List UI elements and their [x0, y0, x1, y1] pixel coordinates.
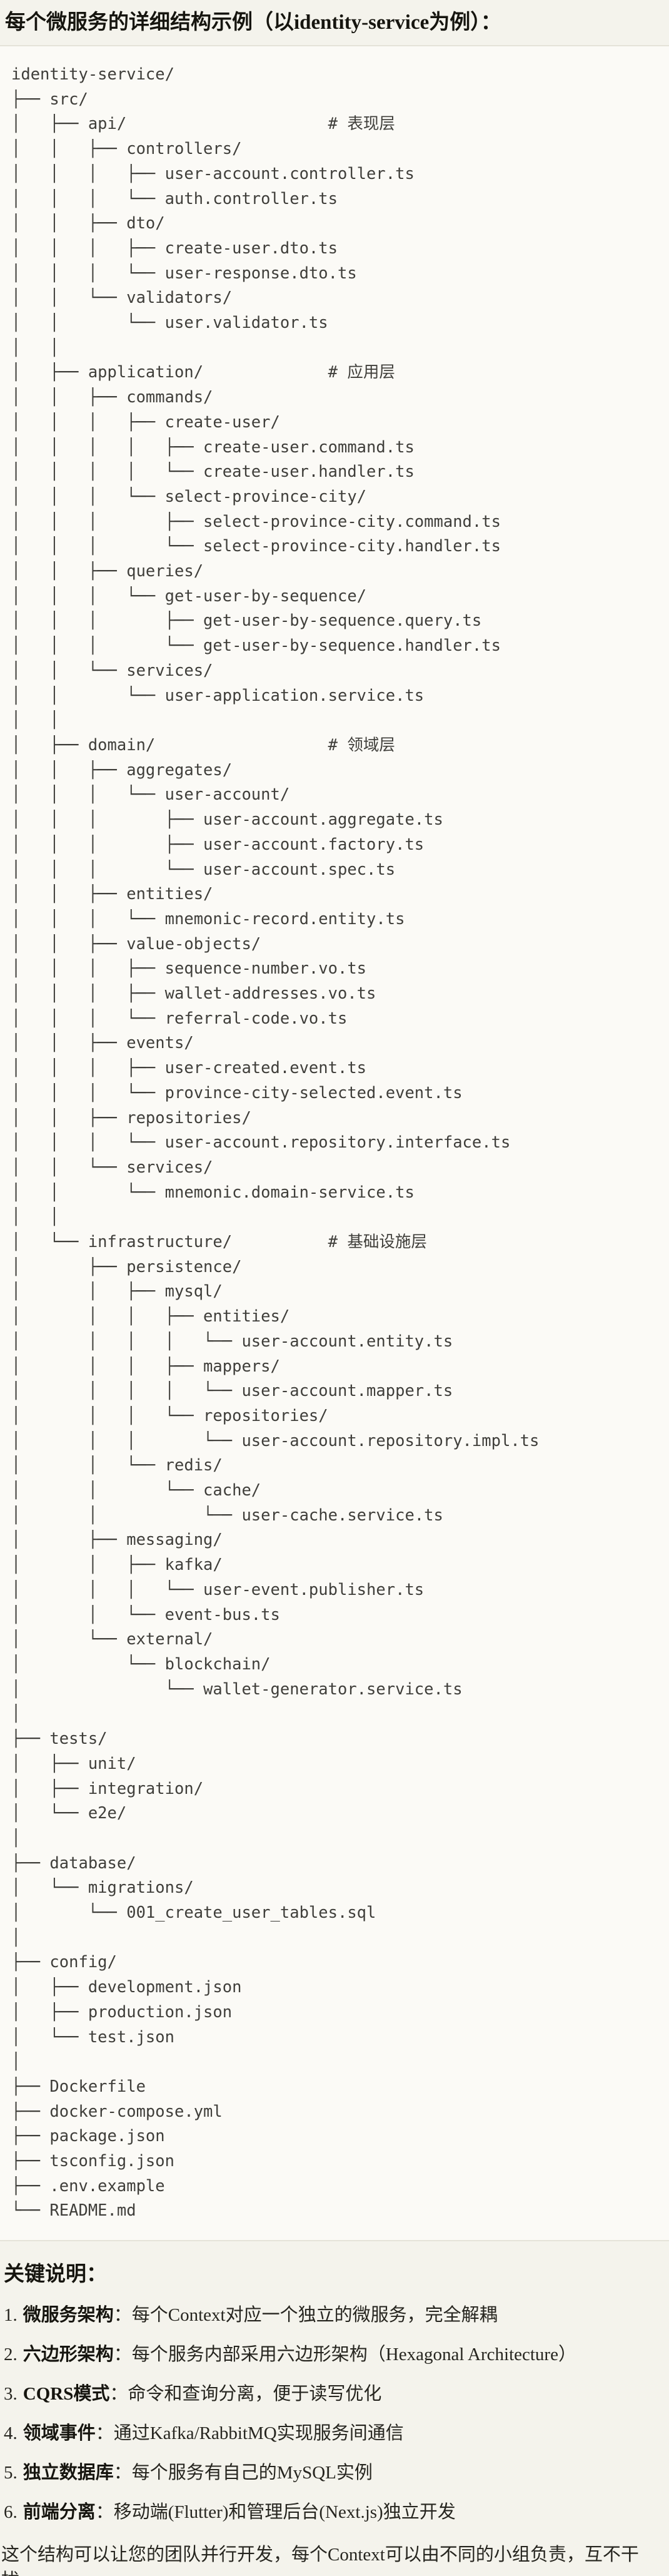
- note-number: 3.: [4, 2384, 18, 2405]
- note-desc: 每个服务有自己的MySQL实例: [131, 2463, 373, 2483]
- directory-tree: identity-service/ ├── src/ │ ├── api/ # …: [11, 65, 540, 2221]
- note-desc: 通过Kafka/RabbitMQ实现服务间通信: [113, 2423, 404, 2444]
- note-term: 微服务架构: [23, 2305, 114, 2326]
- notes-list: 1.微服务架构：每个Context对应一个独立的微服务，完全解耦 2.六边形架构…: [0, 2303, 669, 2525]
- list-item: 5.独立数据库：每个服务有自己的MySQL实例: [4, 2460, 669, 2486]
- note-separator: ：: [109, 2384, 128, 2405]
- page-title: 每个微服务的详细结构示例（以identity-service为例）：: [5, 11, 501, 34]
- note-number: 1.: [4, 2305, 18, 2326]
- closing-paragraph: 这个结构可以让您的团队并行开发，每个Context可以由不同的小组负责，互不干扰…: [1, 2545, 639, 2576]
- note-separator: ：: [95, 2423, 114, 2444]
- note-term: CQRS模式: [23, 2384, 110, 2405]
- note-separator: ：: [113, 2305, 132, 2326]
- note-term: 六边形架构: [23, 2344, 114, 2365]
- note-term: 独立数据库: [23, 2463, 114, 2483]
- note-number: 4.: [4, 2423, 18, 2444]
- list-item: 6.前端分离：移动端(Flutter)和管理后台(Next.js)独立开发: [4, 2500, 669, 2525]
- list-item: 2.六边形架构：每个服务内部采用六边形架构（Hexagonal Architec…: [4, 2342, 669, 2368]
- list-item: 1.微服务架构：每个Context对应一个独立的微服务，完全解耦: [4, 2303, 669, 2328]
- list-item: 4.领域事件：通过Kafka/RabbitMQ实现服务间通信: [4, 2421, 669, 2446]
- note-desc: 每个Context对应一个独立的微服务，完全解耦: [131, 2305, 498, 2326]
- note-separator: ：: [113, 2463, 132, 2483]
- note-desc: 每个服务内部采用六边形架构（Hexagonal Architecture）: [131, 2344, 576, 2365]
- notes-heading: 关键说明：: [4, 2263, 107, 2286]
- note-separator: ：: [113, 2344, 132, 2365]
- note-term: 领域事件: [23, 2423, 96, 2444]
- note-number: 2.: [4, 2344, 18, 2365]
- code-block: identity-service/ ├── src/ │ ├── api/ # …: [0, 45, 669, 2242]
- note-desc: 命令和查询分离，便于读写优化: [128, 2384, 382, 2405]
- note-desc: 移动端(Flutter)和管理后台(Next.js)独立开发: [113, 2502, 456, 2523]
- note-number: 6.: [4, 2502, 18, 2523]
- list-item: 3.CQRS模式：命令和查询分离，便于读写优化: [4, 2381, 669, 2407]
- note-number: 5.: [4, 2463, 18, 2483]
- note-term: 前端分离: [23, 2502, 96, 2523]
- note-separator: ：: [95, 2502, 114, 2523]
